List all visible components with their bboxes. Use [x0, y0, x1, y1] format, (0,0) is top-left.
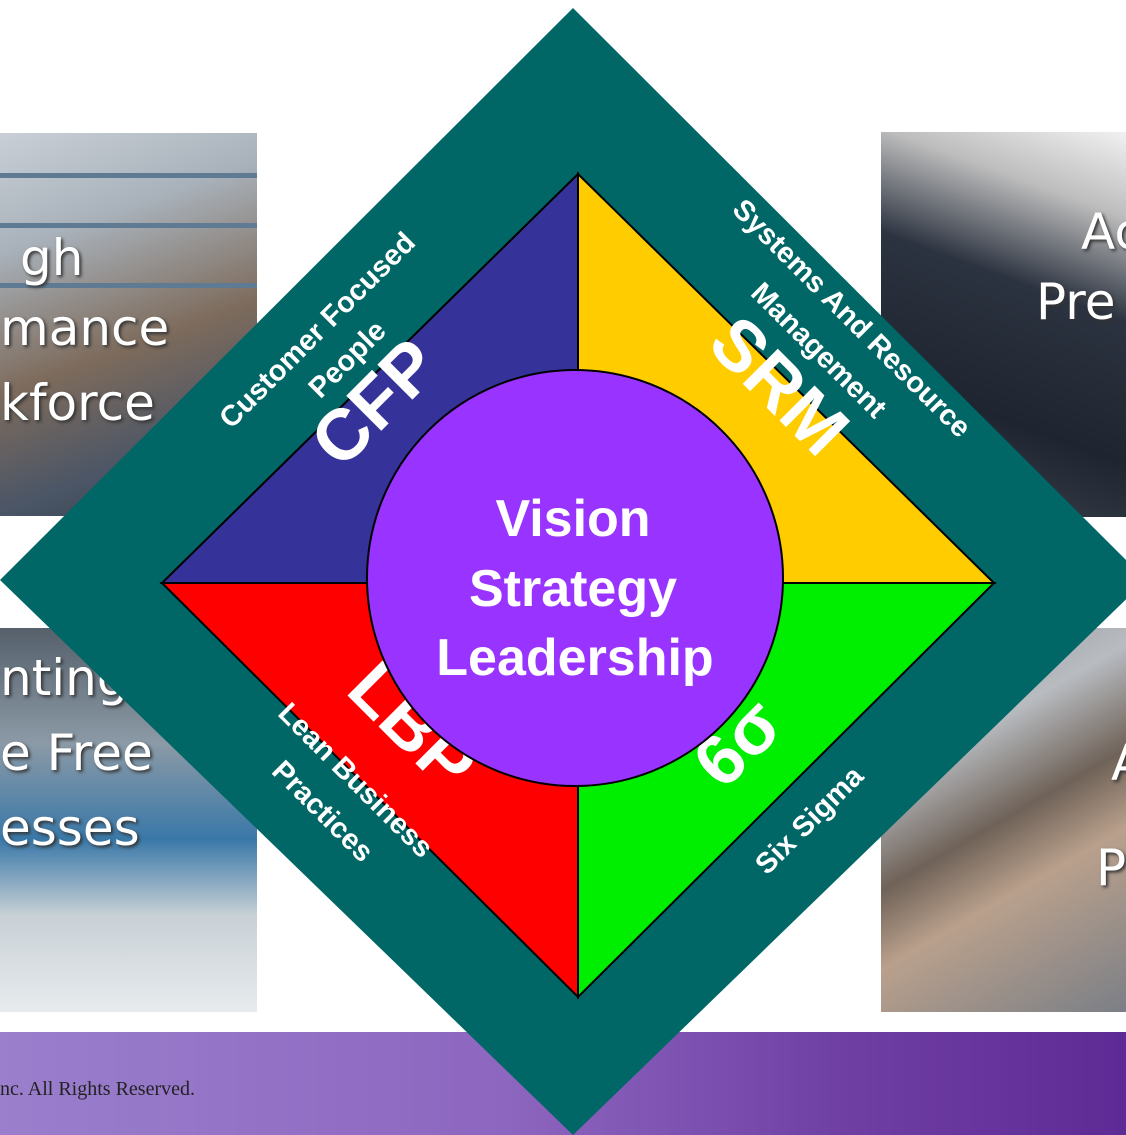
photo-caption-line: Ac	[1081, 203, 1126, 261]
photo-caption-line: Pre	[1036, 273, 1116, 331]
photo-caption-line: mance	[0, 299, 170, 357]
photo-caption-line: kforce	[0, 374, 155, 432]
copyright-footer: nc. All Rights Reserved.	[0, 1078, 195, 1100]
center-line-strategy: Strategy	[469, 560, 677, 618]
center-line-vision: Vision	[495, 490, 650, 548]
center-line-leadership: Leadership	[436, 629, 713, 687]
tool-handling-photo: A P	[881, 628, 1126, 1012]
photo-caption-line: P	[1096, 839, 1126, 897]
photo-caption-line: e Free	[0, 724, 153, 782]
photo-caption-line: esses	[0, 799, 140, 857]
center-circle	[366, 369, 784, 787]
photo-caption-line: gh	[20, 229, 84, 287]
photo-caption-line: A	[1111, 723, 1126, 803]
